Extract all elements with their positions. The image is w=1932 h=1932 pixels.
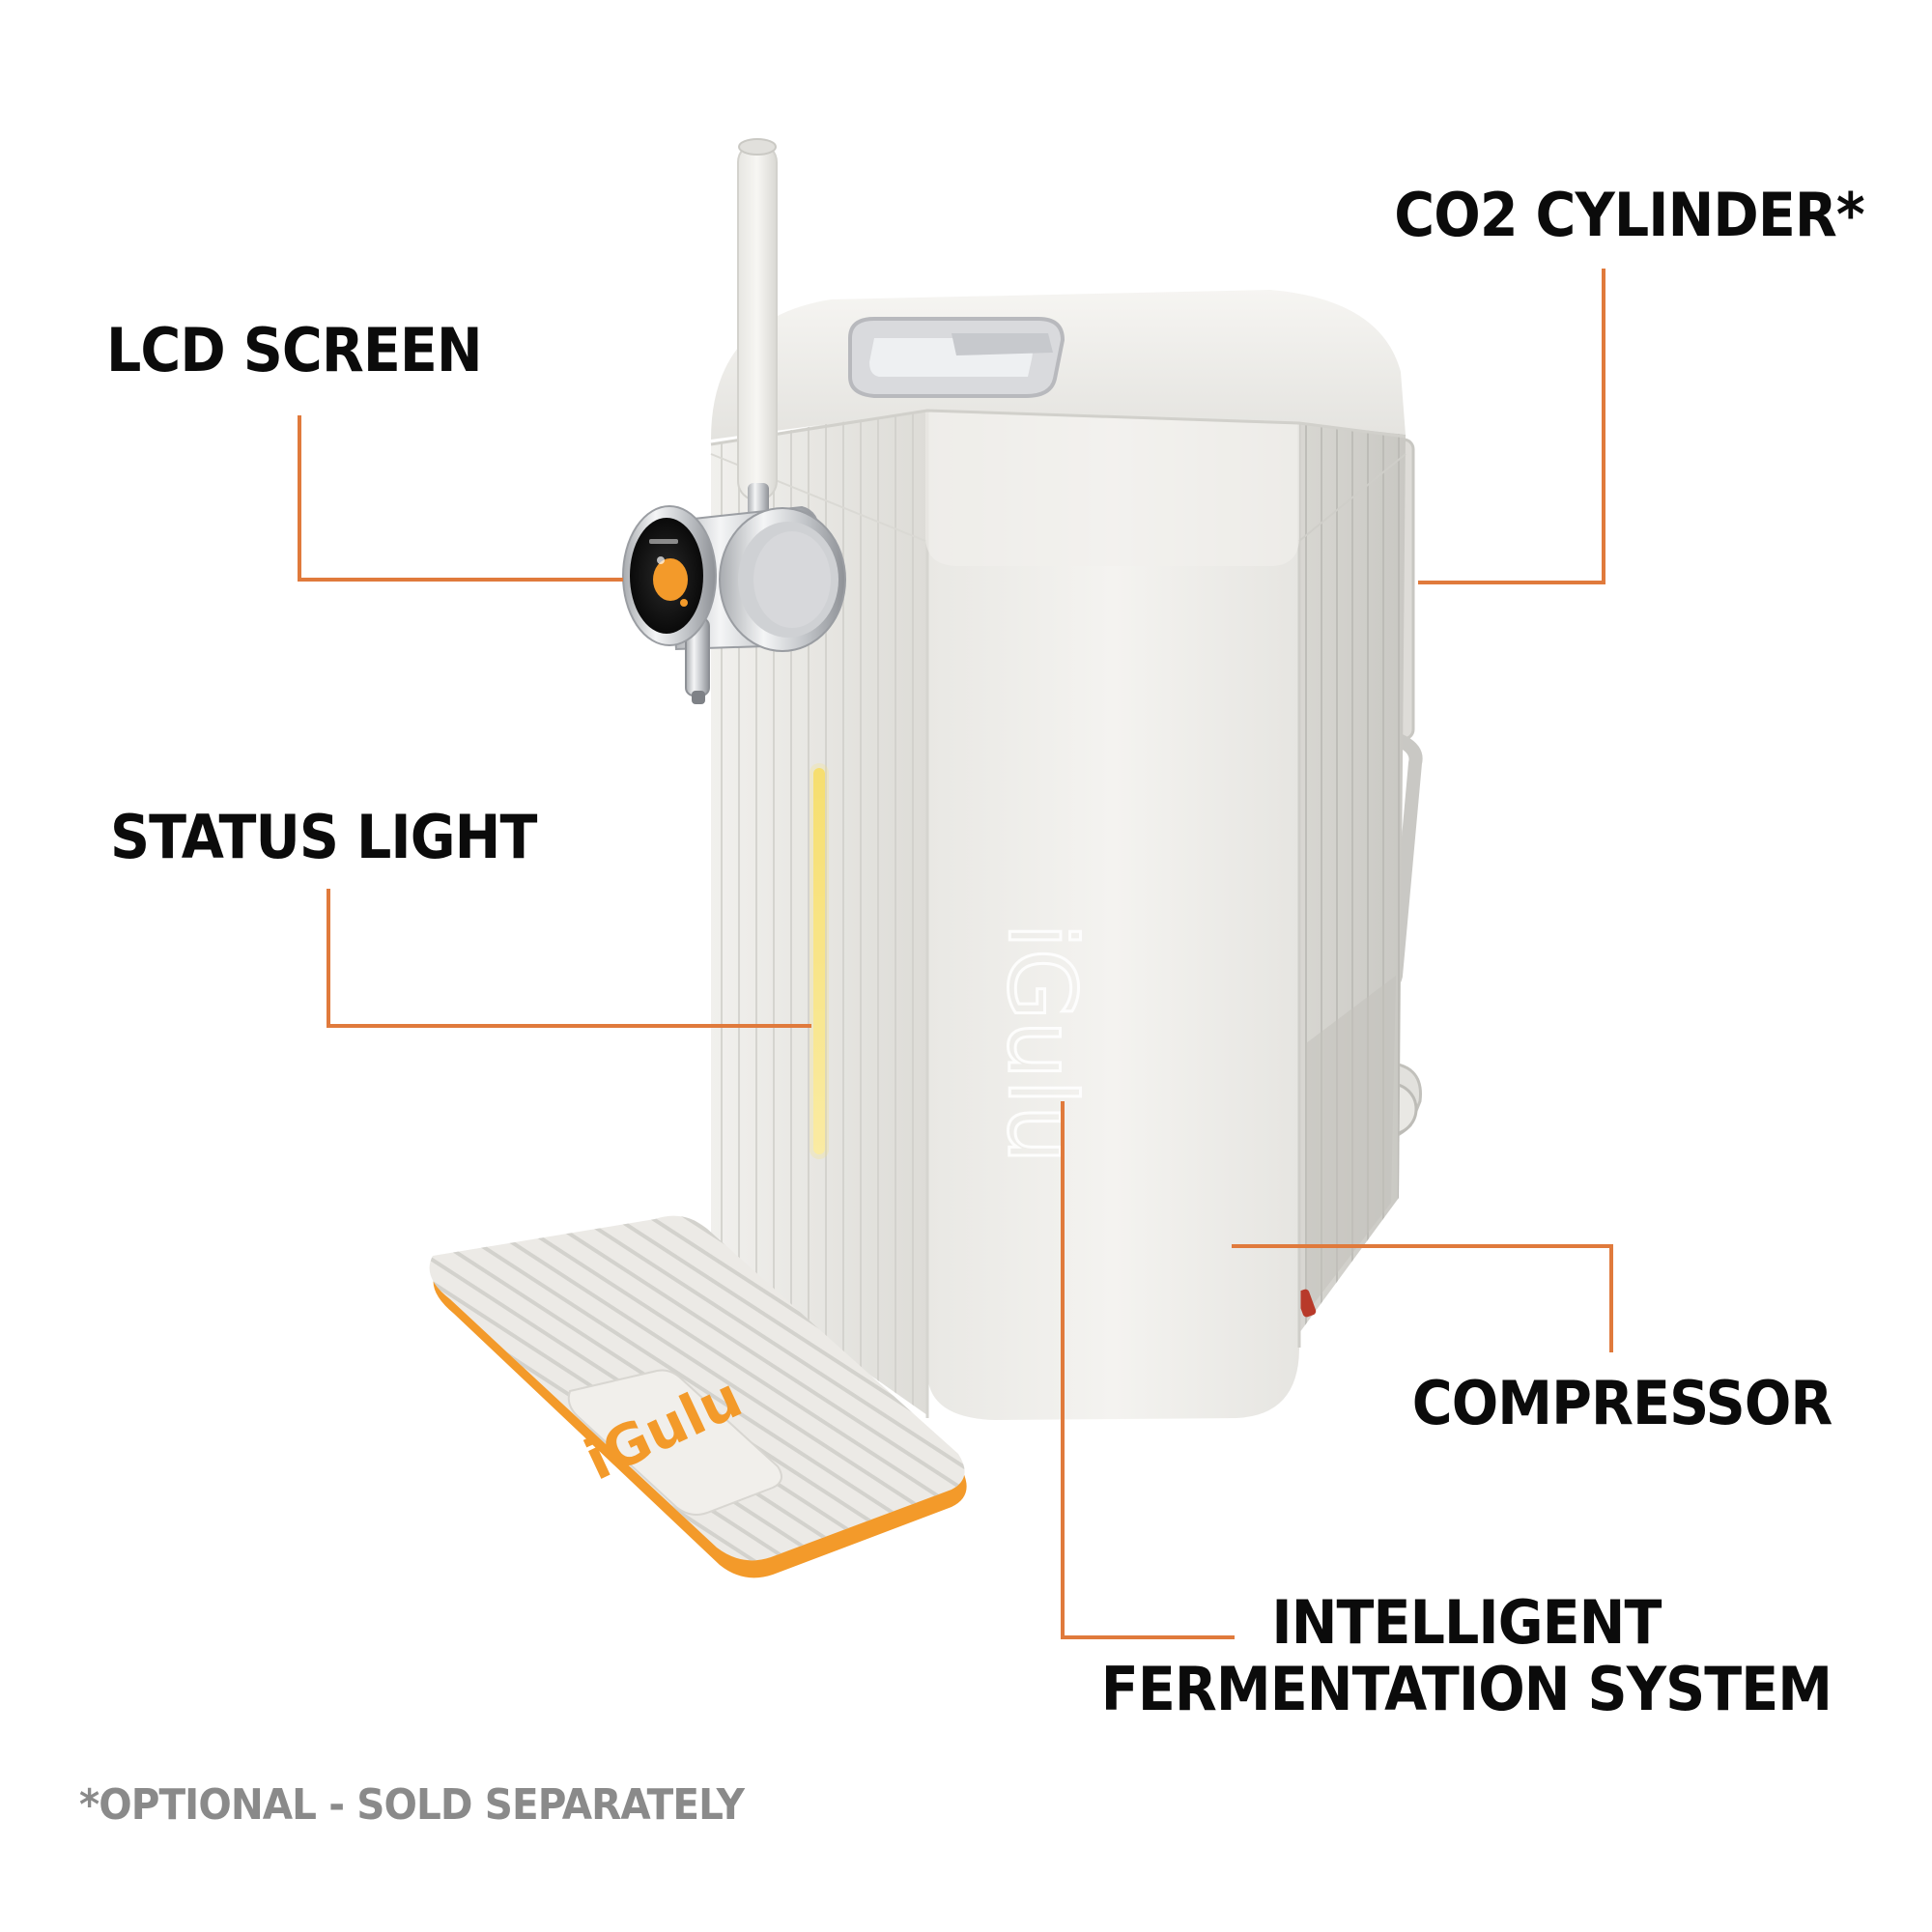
- compressor-side-panel: [1295, 415, 1406, 1333]
- callout-lcd-screen: LCD SCREEN: [106, 315, 483, 385]
- unit-top-lid: [710, 290, 1406, 566]
- unit-front-face: [925, 406, 1301, 1420]
- callout-fermentation-line-2: FERMENTATION SYSTEM: [1100, 1654, 1833, 1725]
- leader-line-lcd-screen: [298, 415, 623, 582]
- leader-line-compressor: [1232, 1244, 1613, 1352]
- callout-status-light: STATUS LIGHT: [110, 802, 537, 872]
- brand-logo: iGulu: [986, 922, 1097, 1165]
- callout-intelligent-fermentation-system: INTELLIGENT FERMENTATION SYSTEM: [1100, 1587, 1833, 1725]
- drip-tray-mat: iGulu: [429, 1215, 967, 1578]
- status-light: [810, 763, 829, 1159]
- svg-text:iGulu: iGulu: [987, 923, 1095, 1163]
- footnote-optional: *OPTIONAL - SOLD SEPARATELY: [79, 1780, 745, 1830]
- lcd-screen: [622, 505, 717, 646]
- callout-co2-cylinder: CO2 CYLINDER*: [1394, 180, 1865, 250]
- callout-fermentation-line-1: INTELLIGENT: [1271, 1587, 1662, 1658]
- leader-lines: [298, 269, 1613, 1639]
- leader-line-fermentation: [1061, 1101, 1235, 1639]
- tap-faucet: [665, 505, 846, 704]
- leader-line-status-light: [327, 889, 811, 1028]
- tap-handle: [737, 138, 778, 531]
- callout-compressor: COMPRESSOR: [1411, 1368, 1833, 1438]
- leader-line-co2-cylinder: [1418, 269, 1605, 584]
